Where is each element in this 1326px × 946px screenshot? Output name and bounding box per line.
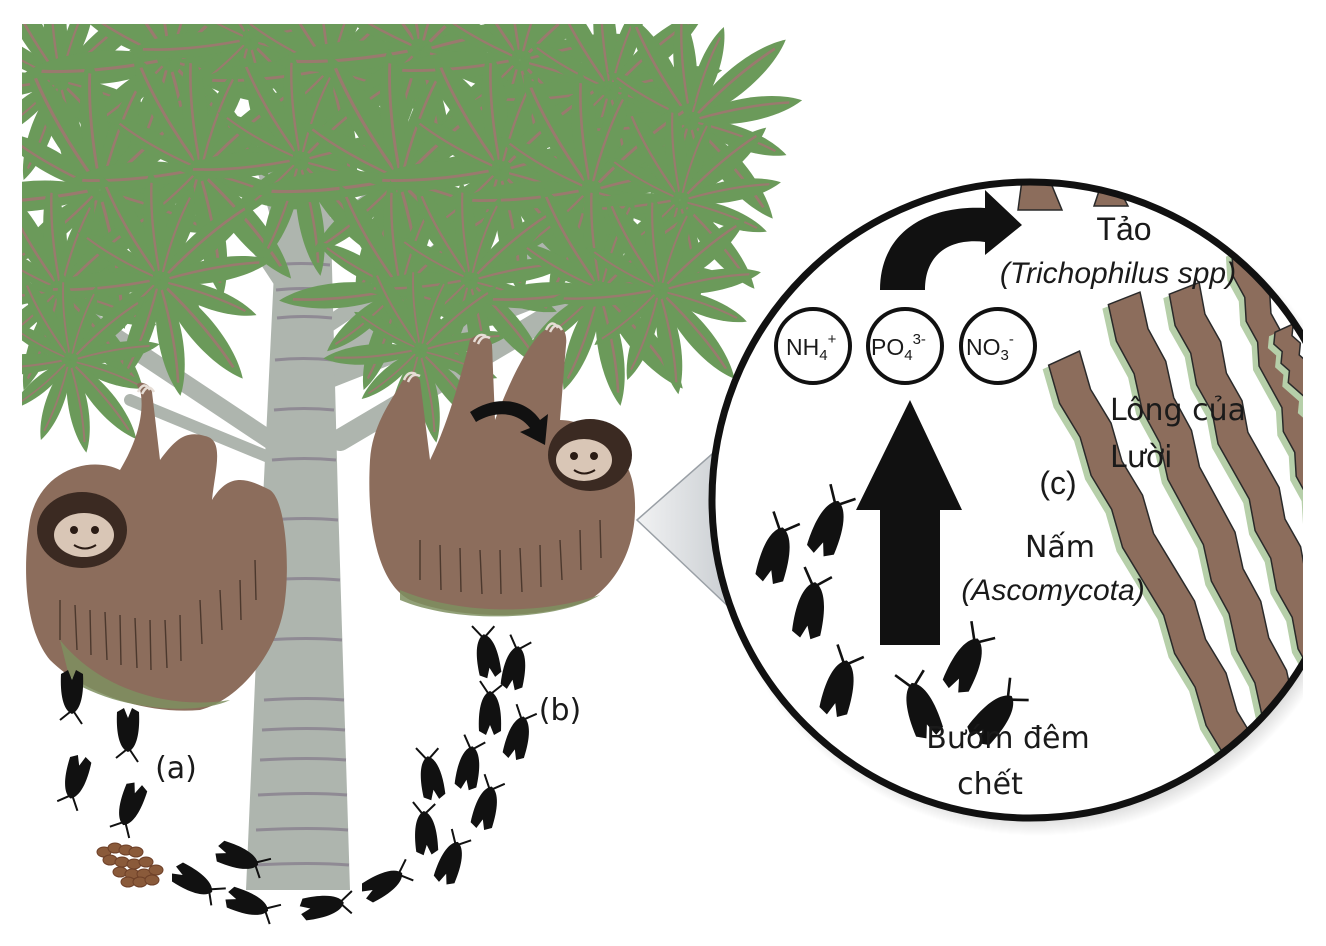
nutrient-nh4: NH4+ — [774, 307, 852, 385]
svg-text:NO3-: NO3- — [966, 331, 1014, 364]
label-algae: Tảo — [1096, 211, 1151, 247]
label-a: (a) — [155, 751, 197, 786]
moth-icon — [357, 857, 418, 907]
moth-icon — [115, 707, 141, 763]
label-sloth-hair-2: Lười — [1110, 440, 1172, 475]
arrow-up-icon — [856, 400, 962, 645]
hair-strand — [1107, 291, 1326, 786]
moth-icon — [500, 702, 539, 764]
sloth-a-fur-strokes — [59, 559, 257, 671]
sloth-a-illustration — [26, 382, 287, 711]
svg-text:NH4+: NH4+ — [786, 331, 837, 364]
moth-icon — [55, 751, 94, 813]
label-c: (c) — [1039, 465, 1076, 501]
dung-pellet — [144, 874, 160, 886]
label-sloth-hair-1: Lông của — [1110, 393, 1246, 428]
label-algae-species: (Trichophilus spp) — [1000, 257, 1236, 290]
svg-text:PO43-: PO43- — [871, 331, 926, 364]
dung-pile — [96, 842, 164, 888]
sloth-b-moss — [400, 590, 600, 617]
moth-icon — [221, 884, 283, 927]
moth-icon — [297, 888, 357, 924]
moth-icon — [410, 799, 441, 857]
moth-icon — [452, 733, 487, 793]
label-dead-moth-2: chết — [957, 767, 1023, 802]
nutrient-po4: PO43- — [866, 307, 944, 385]
sloth-b-fur-strokes — [419, 519, 602, 595]
moth-icon — [431, 827, 474, 889]
sloth-b-illustration — [136, 322, 636, 617]
dung-pellet — [138, 856, 154, 868]
sloth-b-body — [369, 325, 636, 615]
curved-arrow-small-icon — [470, 401, 548, 445]
label-fungi-species: (Ascomycota) — [961, 574, 1144, 607]
sloth-a-face — [54, 513, 114, 557]
nutrient-ions: NH4+ PO43- NO3- — [774, 307, 1037, 385]
zoom-circle-c: NH4+ PO43- NO3- Tảo (Trichophilus spp) L… — [708, 178, 1326, 836]
moth-icon — [107, 778, 150, 840]
tree-trunk — [246, 190, 350, 890]
tree-illustration — [22, 24, 806, 890]
right-margin — [1303, 0, 1326, 946]
moth-icon — [167, 859, 228, 909]
curved-arrow-icon — [880, 190, 1022, 290]
label-b: (b) — [539, 693, 581, 728]
moth-icon — [498, 633, 533, 693]
sloth-a-moss — [60, 640, 230, 709]
moth-icon — [469, 621, 505, 681]
label-fungi: Nấm — [1025, 530, 1095, 565]
nutrient-no3: NO3- — [959, 307, 1037, 385]
sloth-b-face — [556, 439, 612, 481]
moth-icon — [413, 743, 449, 803]
dung-pellet — [148, 864, 164, 876]
sloth-claws — [136, 322, 564, 395]
dung-pellet — [128, 846, 144, 858]
moth-icon — [477, 680, 503, 736]
label-dead-moth-1: Bướm đêm — [926, 721, 1089, 756]
